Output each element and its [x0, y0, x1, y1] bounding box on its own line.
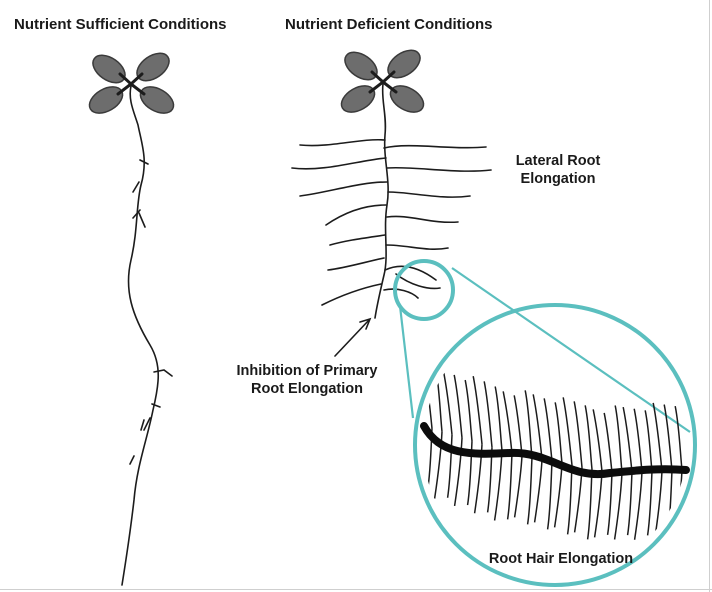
lateral-root-label: Lateral Root Elongation [498, 152, 618, 188]
root-hair [655, 471, 662, 540]
root-hair [635, 472, 642, 540]
sufficient-rosette [85, 48, 178, 119]
magnifier-connector-lines [400, 268, 690, 432]
root-hair [675, 406, 682, 470]
root-hair [515, 455, 522, 517]
root-hair [634, 409, 642, 472]
sufficient-header: Nutrient Sufficient Conditions [14, 16, 226, 35]
root-hair [575, 467, 582, 532]
sufficient-plant [85, 48, 178, 585]
root-hair [443, 370, 452, 435]
root-hair [588, 469, 592, 539]
root-hair [615, 406, 622, 473]
root-hair [585, 405, 592, 469]
root-hair [514, 395, 522, 455]
leaf [386, 80, 428, 117]
root-hair [495, 386, 502, 450]
root-hair [563, 397, 572, 465]
primary-root-label: Inhibition of Primary Root Elongation [218, 362, 396, 398]
root-hair [645, 410, 652, 471]
root-hair [508, 453, 512, 519]
leaf [132, 48, 174, 87]
lateral-root-label-line1: Lateral Root [498, 152, 618, 170]
root-hair [484, 381, 492, 447]
root-hair [495, 450, 502, 520]
leaf [88, 50, 130, 89]
root-hair [528, 457, 532, 524]
root-hair [535, 459, 542, 522]
root-hair [628, 472, 632, 535]
root-hair [548, 461, 552, 529]
deficient-primary-root [375, 84, 388, 318]
root-hair [648, 471, 652, 535]
magnified-root [424, 426, 686, 474]
root-hair [574, 401, 582, 467]
root-hair [623, 407, 632, 472]
root-hair [604, 413, 612, 473]
root-hair [568, 465, 572, 534]
root-hair [454, 375, 462, 438]
root-hair [503, 391, 512, 453]
root-hair [544, 398, 552, 461]
leaf [136, 81, 178, 118]
inhibition-arrow-line [335, 320, 369, 356]
root-hair [555, 402, 562, 463]
leaf [85, 81, 127, 118]
root-hair [593, 409, 602, 471]
leaf [340, 47, 382, 86]
root-hair [533, 394, 542, 459]
deficient-header: Nutrient Deficient Conditions [285, 16, 493, 35]
root-hair [555, 463, 562, 527]
root-hair [525, 390, 532, 457]
primary-root-label-line1: Inhibition of Primary [218, 362, 396, 380]
root-hair [595, 471, 602, 537]
primary-root-label-line2: Root Elongation [218, 380, 396, 398]
deficient-rosette [337, 45, 428, 118]
magnifier [395, 261, 695, 585]
root-hair [615, 473, 622, 540]
magnifier-large-circle [415, 305, 695, 585]
root-hair-label: Root Hair Elongation [476, 550, 646, 568]
root-hair [473, 376, 482, 444]
root-hair [653, 403, 662, 471]
root-hair [608, 473, 612, 535]
root-hair [664, 405, 672, 471]
deficient-lateral-roots [292, 140, 491, 305]
leaf [337, 80, 379, 117]
root-hair [465, 380, 472, 441]
lateral-root-label-line2: Elongation [498, 170, 618, 188]
deficient-plant [292, 45, 491, 356]
